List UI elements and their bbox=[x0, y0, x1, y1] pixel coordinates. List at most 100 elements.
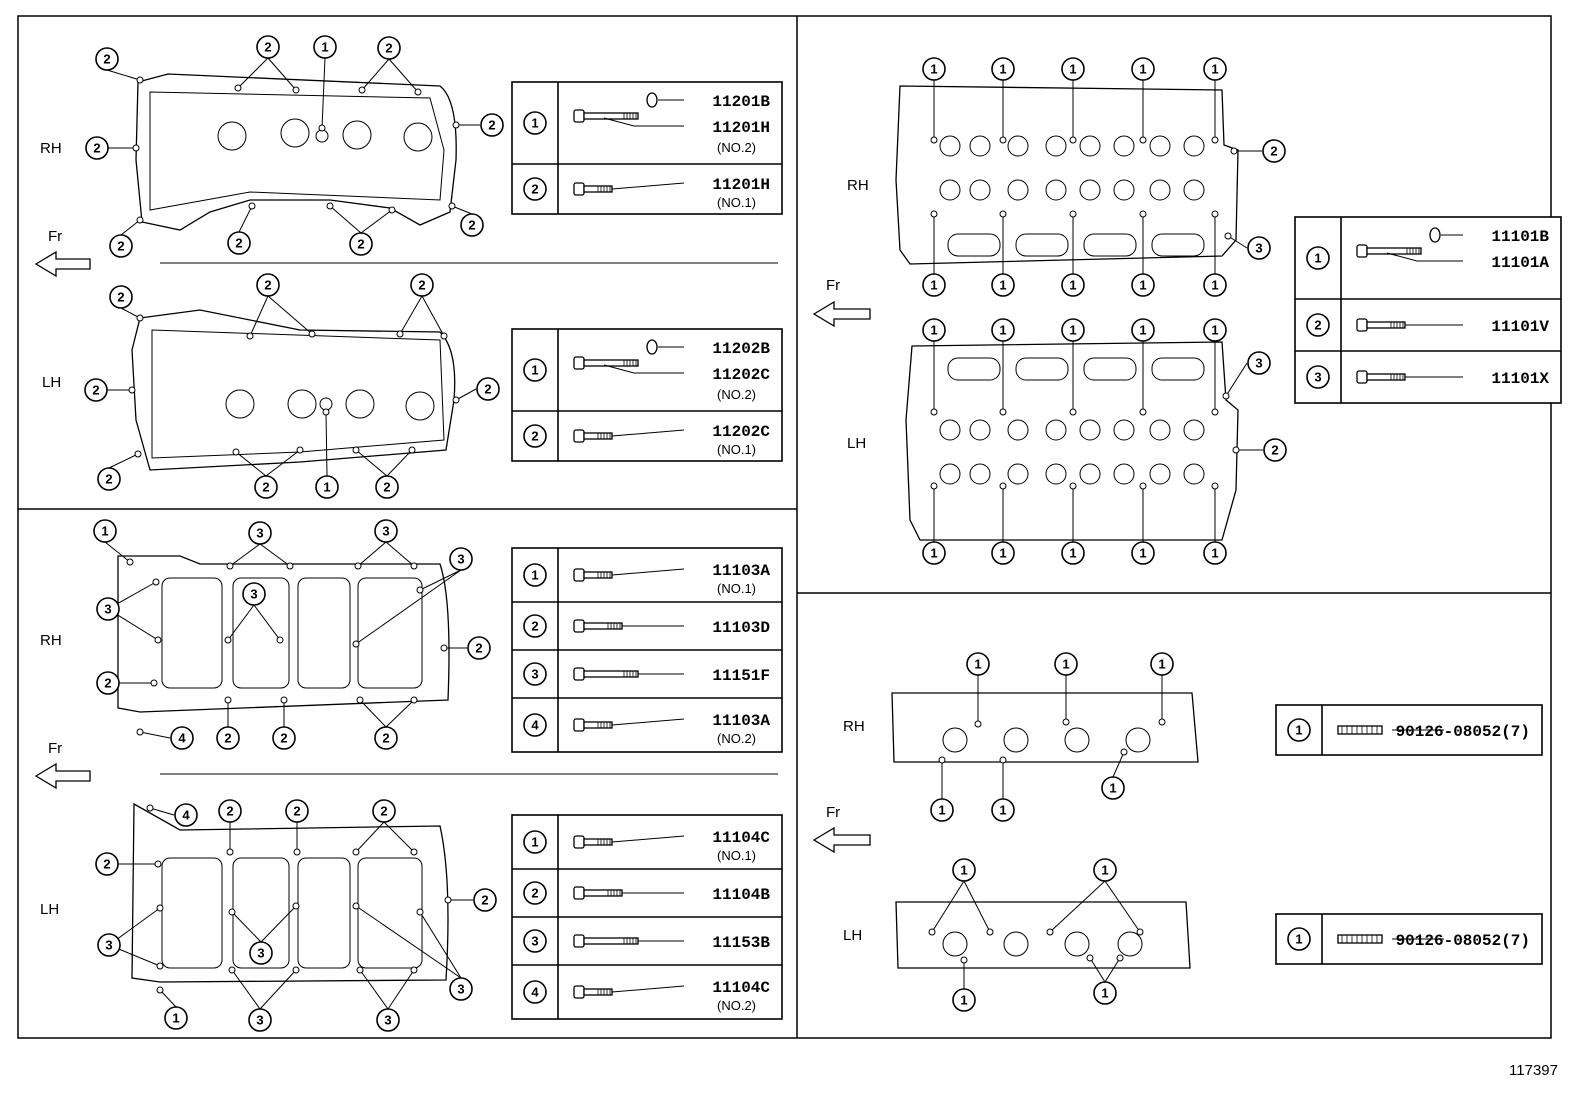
svg-text:Fr: Fr bbox=[48, 228, 62, 245]
label-lh: LH bbox=[843, 927, 862, 944]
part-number: 11101B bbox=[1491, 228, 1549, 246]
leader-line bbox=[259, 543, 291, 567]
svg-text:1: 1 bbox=[1139, 62, 1146, 77]
bolt-callout: 1 bbox=[1203, 318, 1227, 342]
row-number: 3 bbox=[531, 934, 538, 949]
svg-text:4: 4 bbox=[178, 731, 186, 746]
svg-text:3: 3 bbox=[257, 946, 264, 961]
leader-line bbox=[229, 543, 261, 567]
row-number-circle bbox=[523, 929, 547, 953]
bolt-callout: 1 bbox=[1150, 652, 1174, 676]
svg-text:3: 3 bbox=[256, 1013, 263, 1028]
svg-text:2: 2 bbox=[92, 383, 99, 398]
bolt-callout: 2 bbox=[272, 726, 296, 750]
svg-text:3: 3 bbox=[1255, 356, 1262, 371]
svg-text:1: 1 bbox=[1139, 546, 1146, 561]
leader-line bbox=[355, 905, 462, 979]
row-number-circle bbox=[523, 881, 547, 905]
part-number: 11151F bbox=[712, 667, 770, 685]
bolt-callout: 1 bbox=[922, 273, 946, 297]
bolt-callout: 1 bbox=[1061, 273, 1085, 297]
head-side-lh-drawing bbox=[895, 901, 1191, 969]
svg-text:Fr: Fr bbox=[48, 740, 62, 757]
svg-text:2: 2 bbox=[224, 731, 231, 746]
svg-text:2: 2 bbox=[382, 731, 389, 746]
svg-text:1: 1 bbox=[1211, 278, 1218, 293]
bolt-callout: 2 bbox=[218, 799, 242, 823]
bolt-note: (NO.1) bbox=[717, 848, 756, 863]
leader-line bbox=[399, 295, 423, 335]
part-number: 11103D bbox=[712, 619, 770, 637]
bolt-callout: 3 bbox=[249, 941, 273, 965]
leader-line bbox=[237, 57, 269, 89]
bolt-callout: 1 bbox=[922, 318, 946, 342]
svg-text:2: 2 bbox=[481, 893, 488, 908]
bolt-callout: 2 bbox=[109, 234, 133, 258]
leader-line bbox=[265, 449, 301, 477]
svg-text:1: 1 bbox=[930, 62, 937, 77]
leader-line bbox=[360, 209, 393, 234]
bolt-callout: 2 bbox=[84, 378, 108, 402]
svg-text:2: 2 bbox=[418, 278, 425, 293]
row-number-circle bbox=[523, 177, 547, 201]
bolt-note: (NO.2) bbox=[717, 998, 756, 1013]
svg-text:1: 1 bbox=[974, 657, 981, 672]
head-cover-lh-drawing bbox=[131, 309, 456, 471]
bolt-callout: 1 bbox=[922, 541, 946, 565]
bolt-callout: 1 bbox=[952, 858, 976, 882]
cylinder-head-lh-drawing bbox=[905, 341, 1239, 541]
leader-line bbox=[231, 911, 262, 943]
bolt-callout: 2 bbox=[1263, 438, 1287, 462]
row-number-circle bbox=[523, 424, 547, 448]
svg-text:1: 1 bbox=[930, 546, 937, 561]
leader-line bbox=[120, 307, 141, 319]
svg-text:1: 1 bbox=[1069, 323, 1076, 338]
leader-line bbox=[235, 451, 267, 477]
bolt-callout: 1 bbox=[966, 652, 990, 676]
leader-line bbox=[385, 541, 415, 567]
svg-text:1: 1 bbox=[321, 40, 328, 55]
svg-text:1: 1 bbox=[1101, 986, 1108, 1001]
svg-text:1: 1 bbox=[1101, 863, 1108, 878]
leader-line bbox=[238, 205, 253, 233]
stud-bolt-icon bbox=[1337, 725, 1383, 735]
row-number-circle bbox=[1287, 927, 1311, 951]
svg-text:1: 1 bbox=[1211, 62, 1218, 77]
bolt-callout: 1 bbox=[164, 1006, 188, 1030]
row-number: 2 bbox=[531, 429, 538, 444]
bolt-callout: 1 bbox=[1101, 776, 1125, 800]
bolt-callout: 1 bbox=[930, 798, 954, 822]
svg-text:1: 1 bbox=[1062, 657, 1069, 672]
svg-text:1: 1 bbox=[1069, 546, 1076, 561]
bolt-callout: 2 bbox=[374, 726, 398, 750]
svg-text:1: 1 bbox=[999, 278, 1006, 293]
bolt-callout: 1 bbox=[991, 273, 1015, 297]
washer-icon bbox=[646, 92, 658, 108]
bolt-callout: 2 bbox=[109, 285, 133, 309]
row-number: 2 bbox=[531, 182, 538, 197]
bolt-callout: 3 bbox=[449, 547, 473, 571]
bolt-callout: 1 bbox=[1131, 57, 1155, 81]
bolt-callout: 3 bbox=[376, 1008, 400, 1032]
svg-text:1: 1 bbox=[1158, 657, 1165, 672]
leader-line bbox=[1225, 362, 1248, 397]
part-number: 11104C bbox=[712, 829, 770, 847]
bolt-note: (NO.1) bbox=[717, 442, 756, 457]
bolt-callout: 2 bbox=[372, 799, 396, 823]
svg-text:3: 3 bbox=[1255, 241, 1262, 256]
row-number: 1 bbox=[531, 835, 538, 850]
leader-line bbox=[387, 969, 415, 1010]
bolt-callout: 1 bbox=[1093, 858, 1117, 882]
front-arrows: Fr Fr Fr Fr bbox=[34, 228, 871, 854]
part-number: 11202B bbox=[712, 340, 770, 358]
bolt-note: (NO.2) bbox=[717, 731, 756, 746]
svg-text:1: 1 bbox=[999, 803, 1006, 818]
svg-text:Fr: Fr bbox=[826, 804, 840, 821]
row-number: 4 bbox=[531, 718, 539, 733]
